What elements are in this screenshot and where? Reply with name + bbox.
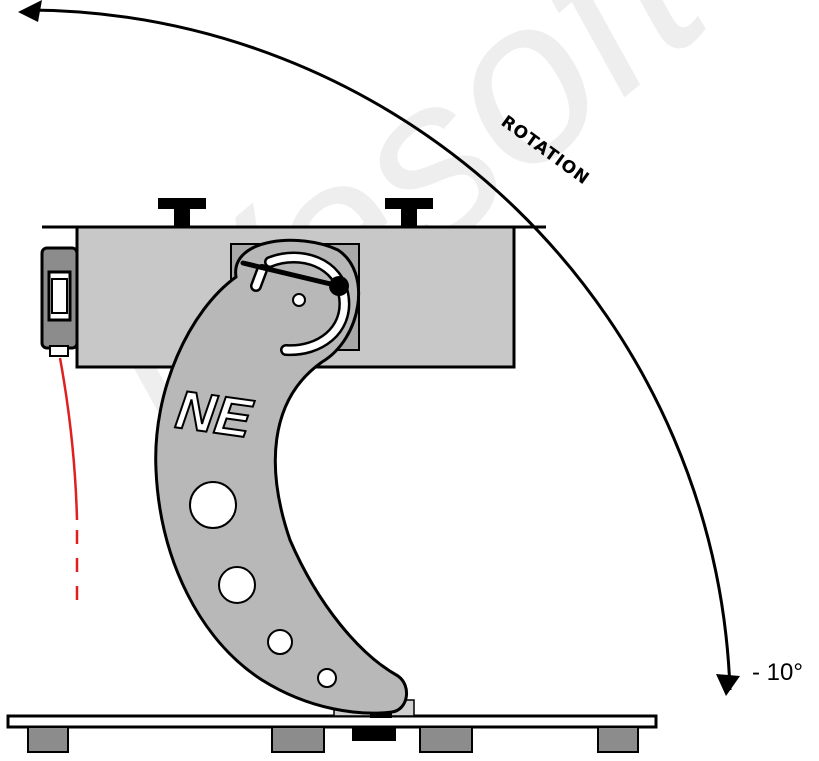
rotation-arrowhead-bottom (716, 674, 740, 696)
rotation-arrowhead-top (18, 0, 42, 22)
arm-hole-2 (218, 566, 256, 604)
laser-sensor (40, 246, 79, 357)
pointer-needle (240, 260, 342, 289)
arm-hole-3 (267, 629, 293, 655)
laser-beam (58, 357, 79, 521)
angle-label: - 10° (752, 659, 803, 686)
base-platform (6, 714, 658, 729)
rotation-arc (27, 8, 732, 691)
arm-hole-4 (317, 668, 337, 688)
center-foot (352, 727, 396, 741)
pointer-pivot (329, 276, 349, 296)
knob-left (158, 198, 206, 227)
curved-arm (154, 238, 408, 715)
base-feet (27, 726, 639, 753)
knob-right (385, 198, 433, 227)
ne-logo: NE (172, 380, 257, 450)
arm-hole-1 (189, 481, 237, 529)
arm-hole-small (292, 293, 306, 307)
